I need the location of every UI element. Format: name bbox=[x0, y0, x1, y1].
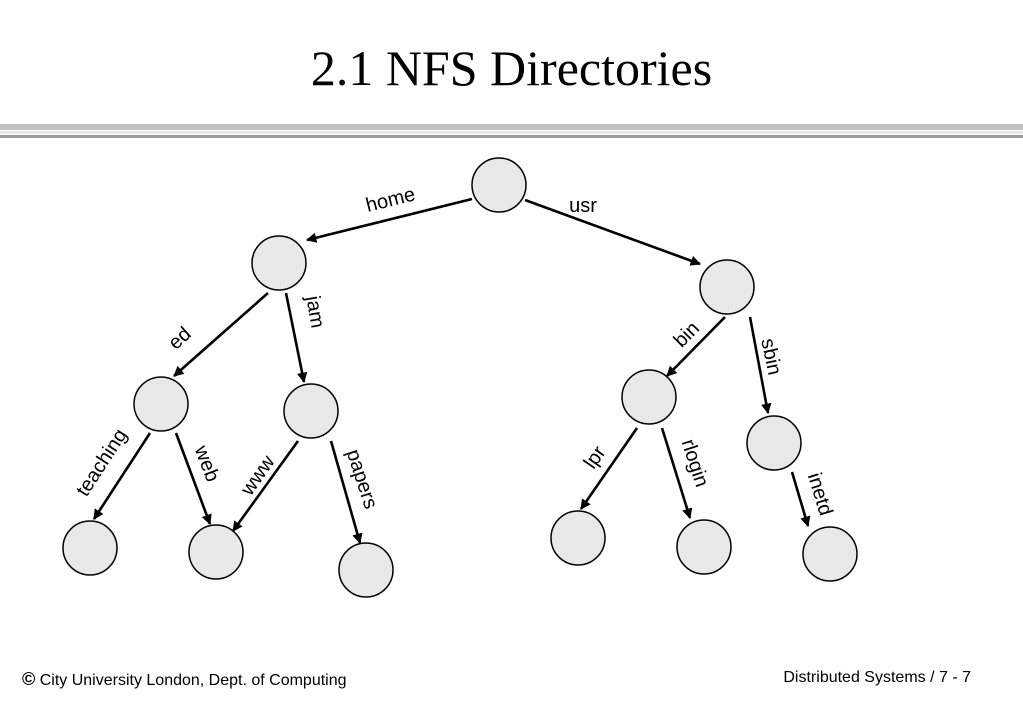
edge-lpr bbox=[579, 427, 639, 510]
edge-jam bbox=[284, 292, 308, 384]
footer-copyright-text: City University London, Dept. of Computi… bbox=[35, 672, 347, 689]
edge-label-rlogin: rlogin bbox=[677, 436, 713, 489]
edge-usr bbox=[524, 198, 701, 266]
edge-label-ed: ed bbox=[164, 323, 195, 354]
edge-papers bbox=[329, 440, 363, 545]
edge-label-lpr: lpr bbox=[580, 442, 611, 473]
title-divider-dark bbox=[0, 135, 1023, 138]
title-divider-light bbox=[0, 131, 1023, 134]
node-rlogin bbox=[676, 519, 732, 575]
edge-rlogin bbox=[660, 427, 693, 519]
edge-label-jam: jam bbox=[301, 293, 328, 330]
node-usr bbox=[699, 259, 755, 315]
edge-teaching bbox=[92, 432, 152, 520]
edge-bin bbox=[666, 316, 726, 377]
slide-title: 2.1 NFS Directories bbox=[310, 40, 713, 96]
node-sbin bbox=[746, 415, 802, 471]
edge-label-inetd: inetd bbox=[803, 470, 837, 518]
node-lpr bbox=[550, 510, 606, 566]
edge-inetd bbox=[790, 471, 811, 527]
edge-label-usr: usr bbox=[569, 195, 597, 217]
node-ed bbox=[133, 376, 189, 432]
edge-sbin bbox=[748, 316, 772, 415]
node-bin bbox=[621, 369, 677, 425]
node-jam bbox=[283, 383, 339, 439]
title-divider bbox=[0, 124, 1023, 130]
edge-label-home: home bbox=[364, 183, 418, 216]
edge-label-teaching: teaching bbox=[72, 425, 132, 500]
copyright-symbol: © bbox=[22, 669, 36, 689]
node-root bbox=[471, 157, 527, 213]
edge-www bbox=[231, 440, 300, 532]
edge-label-bin: bin bbox=[670, 318, 704, 352]
edge-ed bbox=[173, 292, 269, 377]
node-teaching bbox=[62, 520, 118, 576]
footer-page-info: Distributed Systems / 7 - 7 bbox=[783, 669, 971, 686]
edge-label-web: web bbox=[189, 442, 223, 485]
node-home bbox=[251, 235, 307, 291]
node-web bbox=[188, 524, 244, 580]
node-inetd bbox=[802, 526, 858, 582]
edge-web bbox=[174, 432, 212, 525]
node-www-papers bbox=[338, 542, 394, 598]
footer-copyright: © City University London, Dept. of Compu… bbox=[22, 669, 347, 690]
edge-home bbox=[305, 197, 473, 243]
